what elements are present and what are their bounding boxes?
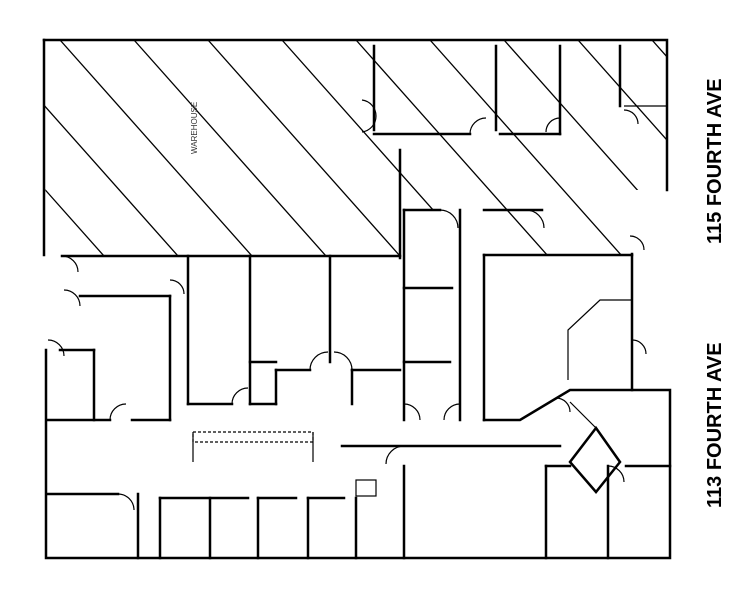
interior-walls xyxy=(46,208,672,560)
exterior-walls xyxy=(42,38,672,560)
counter-fixture xyxy=(192,431,377,497)
building-label-115: 115 FOURTH AVE xyxy=(704,78,726,244)
building-label-113: 113 FOURTH AVE xyxy=(704,342,726,508)
warehouse-boundary xyxy=(60,44,666,260)
warehouse-label: WAREHOUSE xyxy=(190,101,199,154)
warehouse-hatch xyxy=(44,40,667,255)
door-swings xyxy=(47,99,647,511)
